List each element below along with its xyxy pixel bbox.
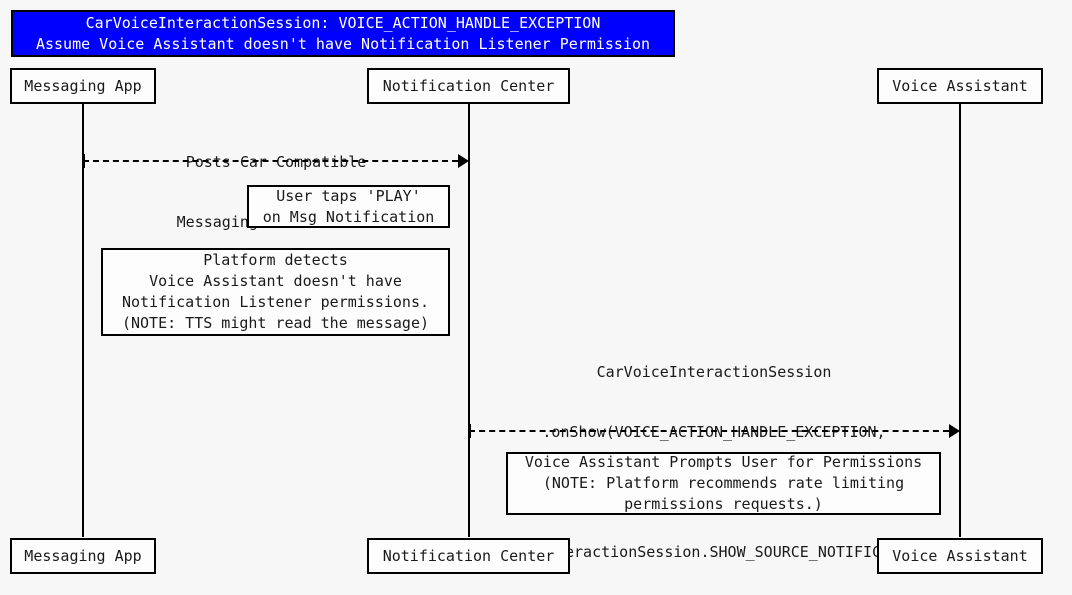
message-arrow-line-posts-notification: [83, 160, 458, 162]
diagram-title-banner: CarVoiceInteractionSession: VOICE_ACTION…: [11, 10, 675, 57]
message-arrow-line-on-show: [469, 430, 949, 432]
participant-footer-voice-assistant[interactable]: Voice Assistant: [877, 538, 1043, 574]
participant-footer-messaging-app-label: Messaging App: [24, 547, 142, 565]
note-platform-detects-line-2: Voice Assistant doesn't have: [149, 272, 402, 290]
participant-footer-voice-assistant-label: Voice Assistant: [892, 547, 1028, 565]
participant-header-messaging-app[interactable]: Messaging App: [10, 68, 156, 104]
participant-header-notification-center-label: Notification Center: [382, 77, 555, 95]
participant-header-messaging-app-label: Messaging App: [24, 77, 142, 95]
diagram-title-line-2: Assume Voice Assistant doesn't have Noti…: [35, 34, 651, 53]
note-platform-detects-line-3: Notification Listener permissions.: [121, 293, 430, 311]
note-prompts-permissions-line-1: Voice Assistant Prompts User for Permiss…: [524, 453, 923, 471]
participant-footer-notification-center[interactable]: Notification Center: [367, 538, 570, 574]
participant-header-voice-assistant-label: Voice Assistant: [892, 77, 1028, 95]
note-platform-detects-line-4: (NOTE: TTS might read the message): [121, 314, 430, 332]
participant-footer-notification-center-label: Notification Center: [382, 547, 555, 565]
note-prompts-permissions: Voice Assistant Prompts User for Permiss…: [506, 452, 941, 515]
participant-header-voice-assistant[interactable]: Voice Assistant: [877, 68, 1043, 104]
message-arrow-posts-notification: [83, 154, 469, 168]
participant-header-notification-center[interactable]: Notification Center: [367, 68, 570, 104]
message-label-on-show-line-2: .onShow(VOICE_ACTION_HANDLE_EXCEPTION,: [542, 423, 886, 441]
message-arrow-head-posts-notification: [458, 154, 469, 168]
message-label-on-show-line-4: VoiceInteractionSession.SHOW_SOURCE_NOTI…: [492, 543, 936, 561]
lifeline-notification-center: [468, 103, 470, 537]
lifeline-voice-assistant: [959, 103, 961, 537]
note-user-taps-play-line-2: on Msg Notification: [262, 207, 435, 226]
diagram-title-line-1: CarVoiceInteractionSession: VOICE_ACTION…: [85, 13, 601, 32]
participant-footer-messaging-app[interactable]: Messaging App: [10, 538, 156, 574]
message-arrow-head-on-show: [949, 424, 960, 438]
message-label-on-show-line-1: CarVoiceInteractionSession: [596, 363, 832, 381]
message-label-posts-notification-line-1: Posts Car Compatible: [185, 153, 367, 171]
note-platform-detects-line-1: Platform detects: [203, 251, 348, 269]
note-user-taps-play-line-1: User taps 'PLAY': [276, 186, 421, 205]
note-user-taps-play: User taps 'PLAY' on Msg Notification: [247, 185, 450, 228]
lifeline-messaging-app: [82, 103, 84, 537]
note-platform-detects: Platform detects Voice Assistant doesn't…: [101, 248, 450, 336]
note-prompts-permissions-line-3: permissions requests.): [624, 495, 823, 513]
message-arrow-on-show: [469, 424, 960, 438]
note-prompts-permissions-line-2: (NOTE: Platform recommends rate limiting: [542, 474, 905, 492]
